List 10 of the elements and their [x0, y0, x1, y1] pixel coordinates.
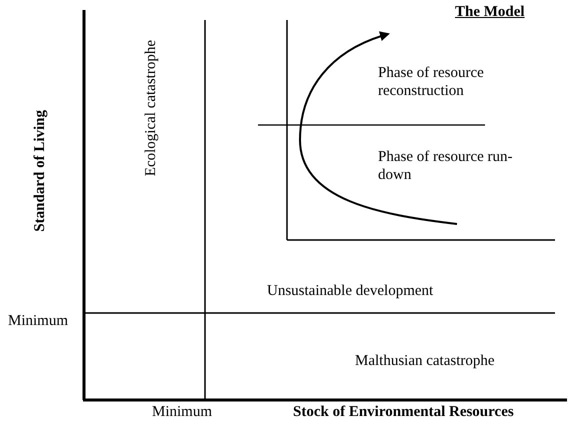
threshold-label: Minimum	[152, 403, 212, 421]
inset-title: The Model	[455, 3, 525, 21]
phase-label: Phase of resource reconstruction	[378, 64, 485, 100]
region-label: Ecological catastrophe	[142, 40, 160, 176]
region-label: Malthusian catastrophe	[355, 352, 495, 370]
threshold-label: Minimum	[8, 312, 68, 330]
region-label: Unsustainable development	[267, 282, 434, 300]
phase-label: Phase of resource run-down	[378, 148, 514, 184]
axis-label: Stock of Environmental Resources	[293, 403, 514, 421]
axis-label: Standard of Living	[31, 110, 49, 232]
